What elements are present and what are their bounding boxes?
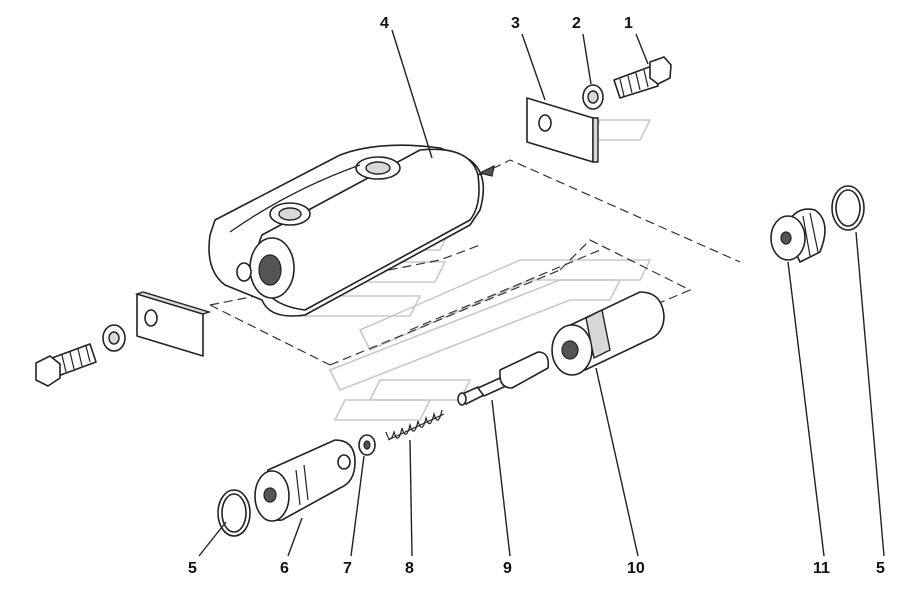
callout-3: 3 xyxy=(511,15,520,32)
plate-part-3-top xyxy=(526,97,599,163)
callout-4: 4 xyxy=(380,15,389,32)
bolt-part-1-top xyxy=(613,56,672,99)
piston-part-6 xyxy=(254,439,356,522)
callout-5-left: 5 xyxy=(188,560,197,577)
bolt-left xyxy=(35,343,97,387)
callout-11: 11 xyxy=(813,560,830,577)
plug-part-11 xyxy=(770,208,826,263)
washer-left xyxy=(102,324,126,352)
o-ring-part-5-left xyxy=(217,489,251,537)
leader-lines xyxy=(198,29,885,557)
plate-left xyxy=(134,291,212,357)
callout-labels: 1 2 3 4 5 6 7 8 9 10 11 5 xyxy=(188,15,885,577)
spring-part-8 xyxy=(385,409,445,441)
callout-2: 2 xyxy=(572,15,581,32)
washer-part-2-top xyxy=(582,84,604,110)
washer-part-7 xyxy=(358,434,376,456)
callout-6: 6 xyxy=(280,560,289,577)
callout-5-right: 5 xyxy=(876,560,885,577)
housing-part-4 xyxy=(208,144,495,317)
sleeve-part-10 xyxy=(551,291,665,376)
valve-stem-part-9 xyxy=(457,351,550,406)
callout-9: 9 xyxy=(503,560,512,577)
callout-8: 8 xyxy=(405,560,414,577)
callout-7: 7 xyxy=(343,560,352,577)
callout-1: 1 xyxy=(624,15,633,32)
o-ring-part-5-right xyxy=(831,185,865,231)
callout-10: 10 xyxy=(627,560,645,577)
